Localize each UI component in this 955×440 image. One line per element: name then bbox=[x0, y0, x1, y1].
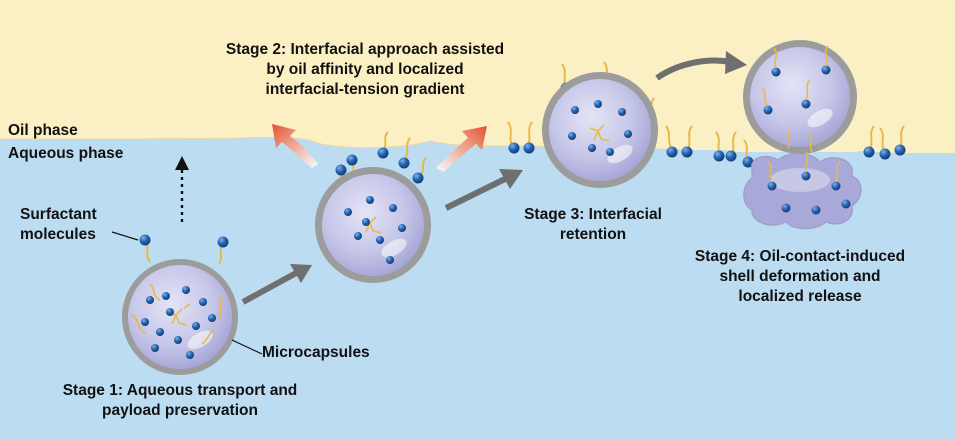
surfactant-molecule bbox=[217, 236, 229, 265]
interface-surfactant bbox=[665, 125, 678, 158]
stage3-label: Stage 3: Interfacial retention bbox=[498, 205, 688, 245]
stage4-label-line2: shell deformation and bbox=[719, 268, 881, 285]
interface-surfactant bbox=[398, 137, 411, 169]
stage2-label-line1: Stage 2: Interfacial approach assisted bbox=[225, 41, 505, 58]
interface-surfactant bbox=[713, 131, 725, 162]
pointer-lines bbox=[111, 231, 263, 355]
stage1-label-line1: Stage 1: Aqueous transport and bbox=[62, 382, 298, 399]
transport-arrow-2 bbox=[444, 169, 523, 211]
interface-surfactant bbox=[894, 125, 906, 156]
upward-dotted-arrow-head bbox=[175, 156, 189, 170]
microcapsule-stage1 bbox=[122, 259, 238, 375]
tension-gradient-arrow-left bbox=[272, 124, 318, 168]
microcapsules-label: Microcapsules bbox=[262, 344, 370, 361]
microcapsule-stage4-intact bbox=[743, 40, 857, 154]
interface-surfactant bbox=[742, 139, 754, 168]
aqueous-phase-label: Aqueous phase bbox=[8, 145, 124, 162]
surfactant-label: Surfactant molecules bbox=[20, 205, 97, 245]
stage3-label-line2: retention bbox=[559, 226, 627, 243]
interface-surfactant bbox=[377, 131, 389, 159]
microcapsule-pointer bbox=[231, 339, 263, 355]
interface-surfactant bbox=[681, 125, 693, 158]
stage2-label-line3: interfacial-tension gradient bbox=[265, 81, 465, 98]
stage4-label-line1: Stage 4: Oil-contact-induced bbox=[694, 248, 906, 265]
interface-surfactant bbox=[507, 121, 520, 154]
oil-phase-region bbox=[0, 0, 955, 153]
surfactant-label-line1: Surfactant bbox=[20, 206, 97, 223]
stage2-label: Stage 2: Interfacial approach assisted b… bbox=[185, 40, 545, 100]
stage4-label: Stage 4: Oil-contact-induced shell defor… bbox=[660, 247, 940, 307]
oil-phase-label: Oil phase bbox=[8, 122, 78, 139]
surfactant-molecule bbox=[139, 234, 151, 263]
arrows bbox=[175, 51, 747, 305]
tension-gradient-arrow-right bbox=[436, 126, 487, 172]
stage1-label: Stage 1: Aqueous transport and payload p… bbox=[30, 381, 330, 421]
surfactant-label-line2: molecules bbox=[20, 226, 96, 243]
microcapsule-stage4-deformed bbox=[743, 151, 862, 230]
stage4-label-line3: localized release bbox=[738, 288, 862, 305]
interface-surfactant bbox=[412, 157, 427, 184]
microcapsule-stage2 bbox=[315, 167, 431, 283]
transport-arrow-3 bbox=[655, 51, 747, 81]
stage1-label-line2: payload preservation bbox=[102, 402, 258, 419]
stage2-label-line2: by oil affinity and localized bbox=[266, 61, 464, 78]
stage3-label-line1: Stage 3: Interfacial bbox=[524, 206, 662, 223]
microcapsule-stage3 bbox=[542, 72, 658, 188]
interface-surfactant bbox=[725, 131, 737, 162]
interface-surfactant bbox=[523, 121, 535, 154]
interface-surfactant bbox=[863, 125, 875, 158]
surfactant-pointer bbox=[111, 231, 139, 241]
transport-arrow-1 bbox=[241, 264, 312, 305]
interface-surfactant bbox=[879, 127, 891, 160]
